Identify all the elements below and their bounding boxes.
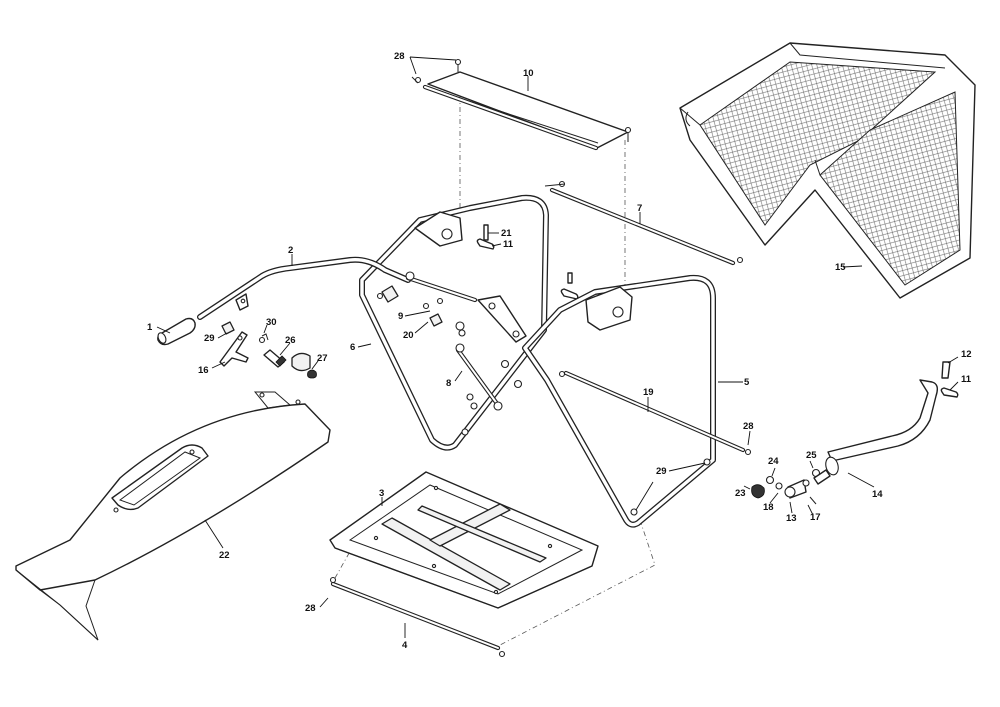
callouts: 28 10 7 2 21 11 1 29 30 26 27 16 6 9 20 … (147, 51, 972, 651)
gas-spring-assembly (376, 285, 527, 411)
bottom-tray (329, 471, 599, 609)
handle-grip (157, 317, 196, 346)
callout-9: 9 (398, 311, 403, 322)
callout-13: 13 (786, 513, 797, 524)
callout-28: 28 (394, 51, 405, 62)
callout-5: 5 (744, 377, 750, 388)
callout-19: 19 (643, 387, 654, 398)
callout-29: 29 (656, 466, 667, 477)
bottom-rod (329, 576, 506, 658)
callout-17: 17 (810, 512, 821, 523)
handle-bar (197, 256, 478, 320)
callout-29: 29 (204, 333, 215, 344)
callout-11: 11 (503, 239, 514, 250)
pins-upper (476, 224, 579, 300)
grass-bag (679, 42, 976, 299)
leader-lines (156, 56, 959, 638)
callout-10: 10 (523, 68, 534, 79)
callout-14: 14 (872, 489, 883, 500)
callout-11: 11 (961, 374, 972, 385)
callout-8: 8 (446, 378, 451, 389)
callout-15: 15 (835, 262, 846, 273)
callout-4: 4 (402, 640, 408, 651)
callout-1: 1 (147, 322, 153, 333)
callout-20: 20 (403, 330, 414, 341)
callout-2: 2 (288, 245, 293, 256)
callout-22: 22 (219, 550, 230, 561)
handle-latch-parts (219, 321, 317, 379)
callout-12: 12 (961, 349, 972, 360)
top-cover-plate (411, 58, 632, 151)
callout-24: 24 (768, 456, 779, 467)
callout-16: 16 (198, 365, 209, 376)
discharge-chute (15, 391, 331, 641)
callout-21: 21 (501, 228, 512, 239)
callout-3: 3 (379, 488, 384, 499)
callout-18: 18 (763, 502, 774, 513)
callout-23: 23 (735, 488, 746, 499)
side-hardware (751, 468, 831, 505)
callout-28: 28 (305, 603, 316, 614)
callout-27: 27 (317, 353, 328, 364)
right-frame (522, 274, 716, 528)
callout-30: 30 (266, 317, 277, 328)
side-arm (825, 361, 959, 476)
callout-25: 25 (806, 450, 817, 461)
callout-7: 7 (637, 203, 642, 214)
callout-28: 28 (743, 421, 754, 432)
callout-26: 26 (285, 335, 296, 346)
upper-cross-rod (544, 180, 744, 266)
callout-6: 6 (350, 342, 355, 353)
left-frame (359, 194, 549, 451)
lower-cross-rod (558, 370, 752, 456)
